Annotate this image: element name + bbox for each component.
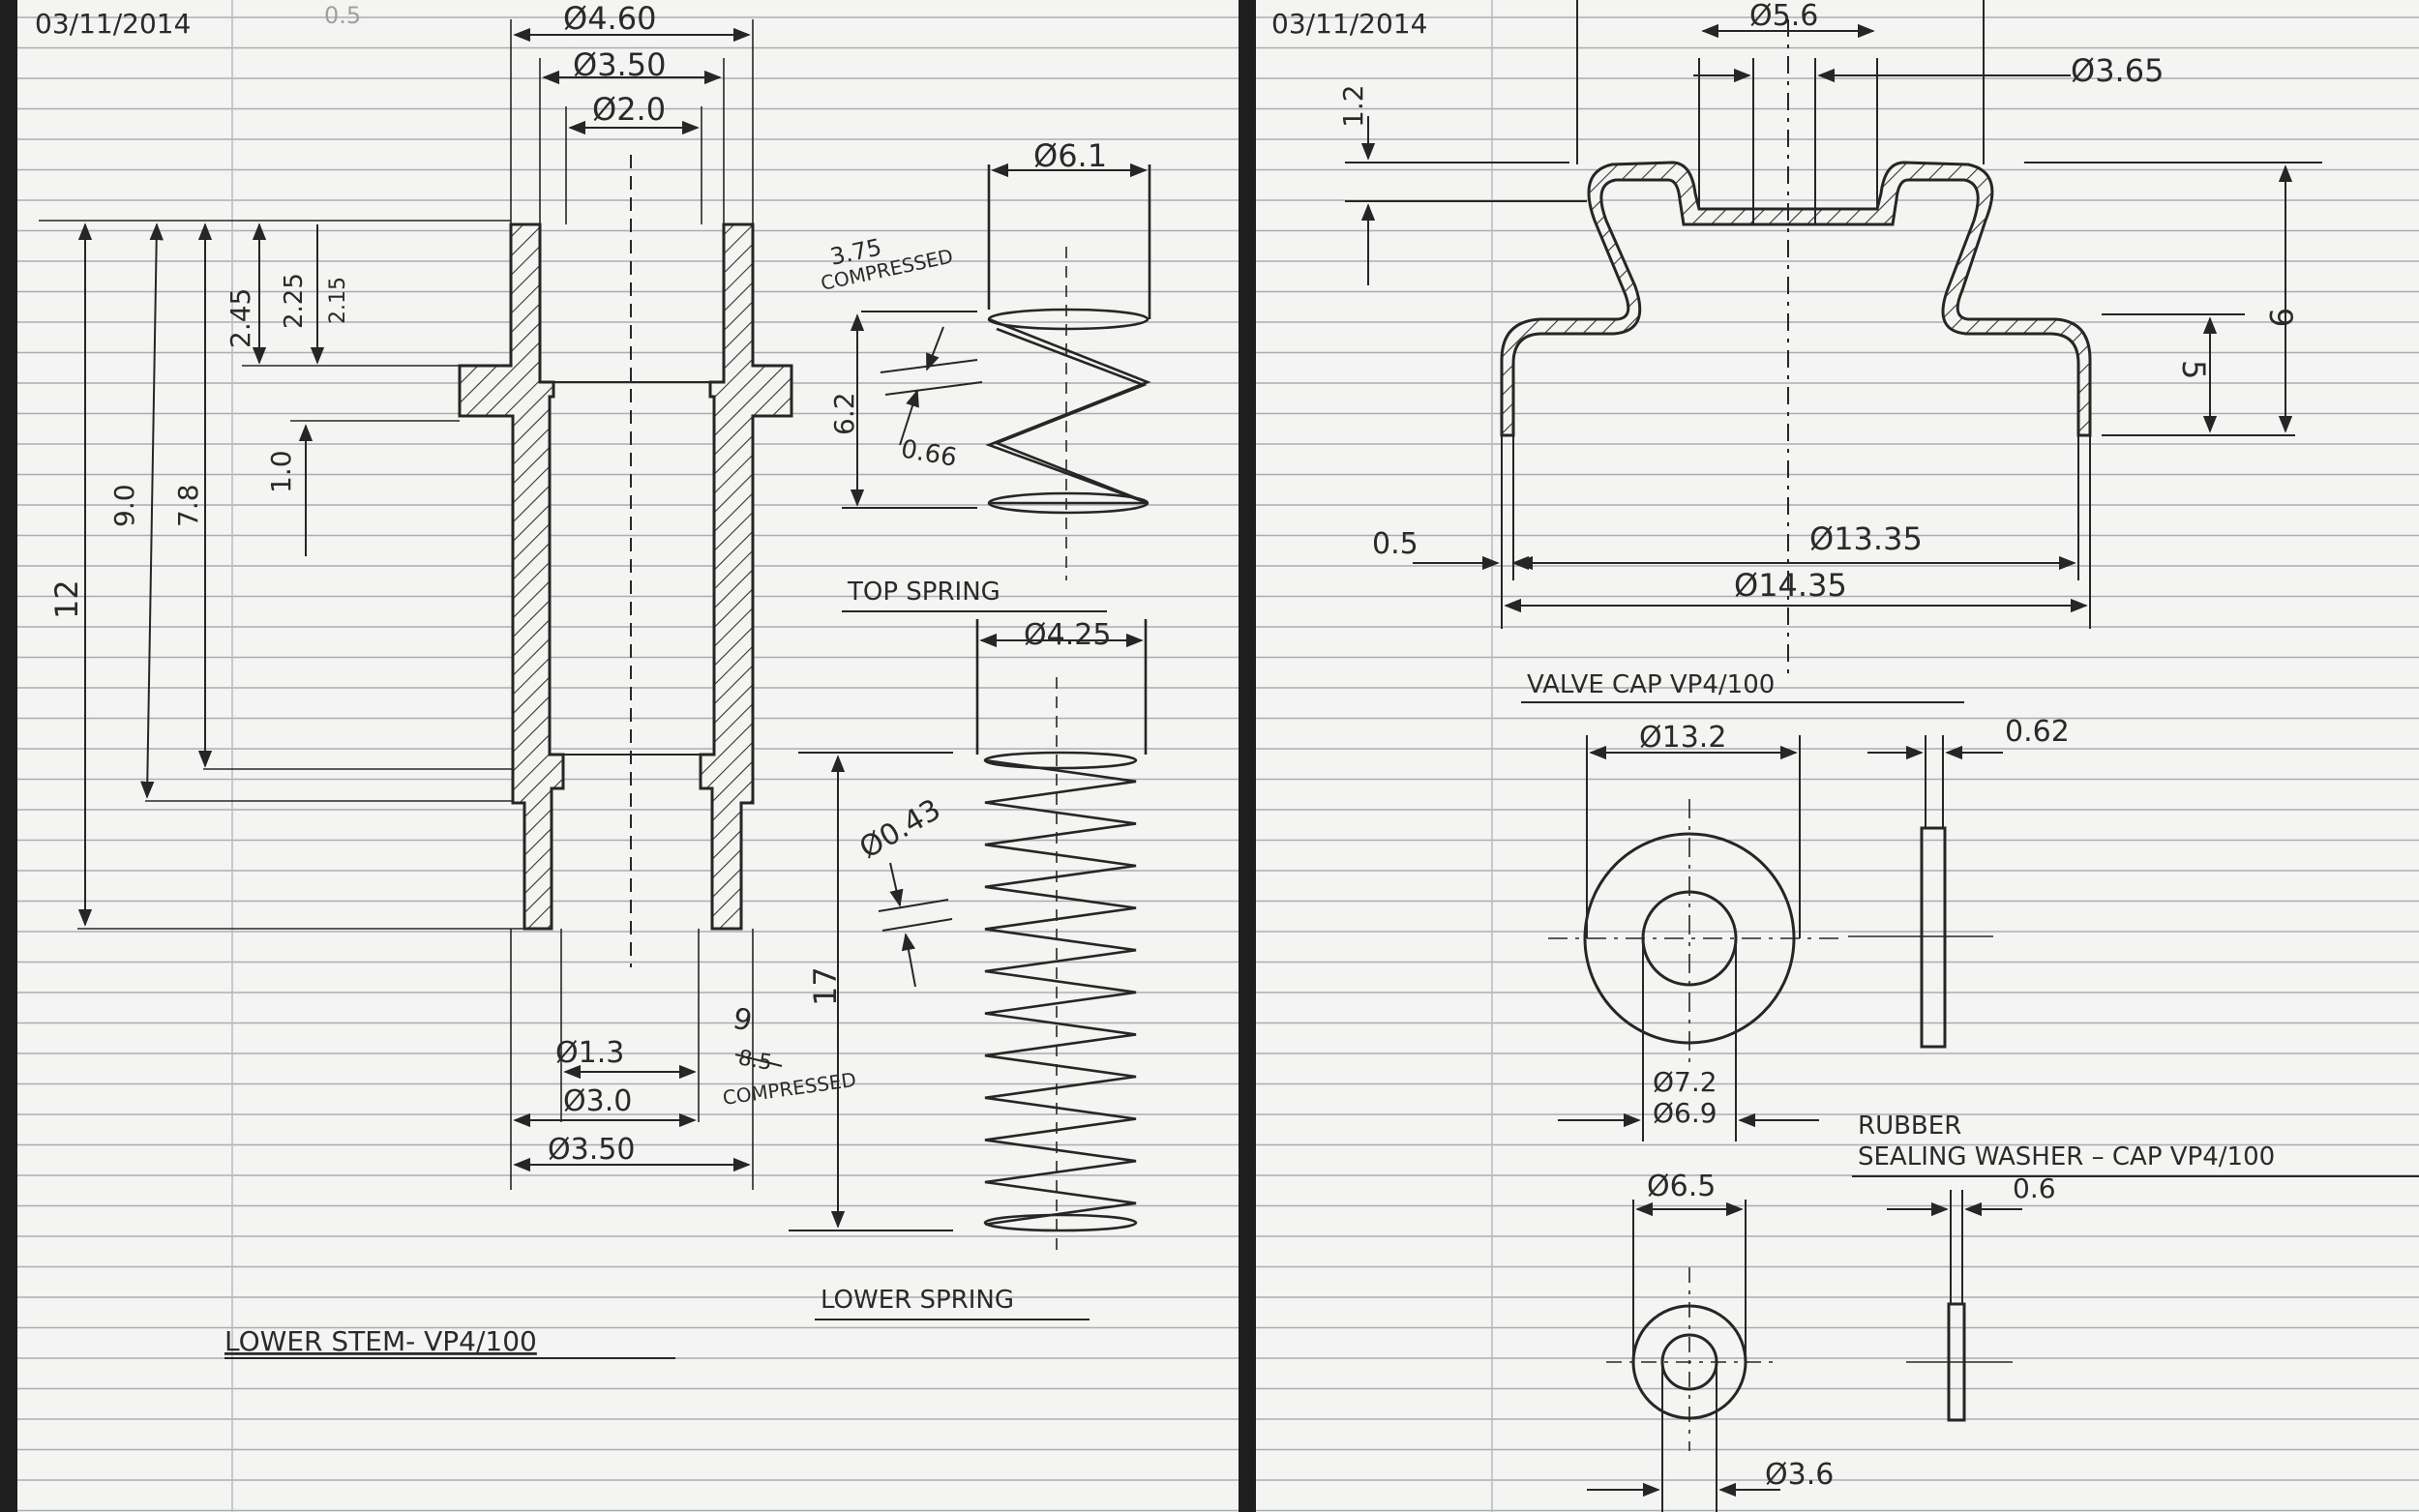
dim-h5-cap: 5 xyxy=(2175,360,2212,379)
dim-d56: Ø5.6 xyxy=(1749,0,1818,33)
dim-h62: 6.2 xyxy=(828,392,860,435)
dim-h215: 2.15 xyxy=(326,277,350,324)
sealing-washer-dimension-text: Ø13.2 0.62 Ø7.2 Ø6.9 xyxy=(1639,715,2070,1129)
dim-lower-strike: 8.5 xyxy=(736,1046,774,1076)
dim-h78: 7.8 xyxy=(172,484,204,527)
strike-mark xyxy=(734,1053,783,1067)
dim-h9-cap: 9 xyxy=(2262,308,2299,327)
lower-stem-lines xyxy=(540,155,724,967)
dim-d350-top: Ø3.50 xyxy=(573,46,666,83)
dim-h12-cap: 1.2 xyxy=(1337,84,1369,128)
dim-t06: 0.6 xyxy=(2013,1172,2056,1204)
dim-d72: Ø7.2 xyxy=(1653,1066,1717,1098)
pencil-note: 0.5 xyxy=(324,2,361,29)
dim-d132: Ø13.2 xyxy=(1639,721,1726,755)
dim-h90: 9.0 xyxy=(108,484,140,527)
dim-d13: Ø1.3 xyxy=(555,1036,624,1070)
lower-spring-dimension-lines xyxy=(789,633,1144,1231)
ruled-lines xyxy=(17,16,2419,1512)
dim-h245: 2.45 xyxy=(224,288,256,348)
sealing-washer-dimension-lines xyxy=(1558,735,2003,1141)
dim-h10: 1.0 xyxy=(265,450,297,493)
dim-d365: Ø3.65 xyxy=(2071,52,2164,89)
washer-title-line2: SEALING WASHER – CAP VP4/100 xyxy=(1858,1142,2275,1171)
dim-h17: 17 xyxy=(807,966,844,1006)
valve-cap-title: VALVE CAP VP4/100 xyxy=(1527,670,1775,699)
valve-cap-dimension-text: Ø5.6 Ø3.65 1.2 9 5 0.5 Ø13.35 Ø14.35 xyxy=(1337,0,2299,604)
left-date: 03/11/2014 xyxy=(35,8,191,40)
lower-stem-dimension-text: Ø4.60 Ø3.50 Ø2.0 12 9.0 7.8 2.45 2.25 2.… xyxy=(48,0,666,1167)
lower-stem-title: LOWER STEM- VP4/100 xyxy=(224,1325,537,1357)
top-spring-dimension-lines xyxy=(842,163,1148,509)
dim-d61: Ø6.1 xyxy=(1033,137,1107,174)
valve-cap-section xyxy=(1500,161,2092,437)
lower-spring-drawing xyxy=(975,619,1148,1258)
lower-spring-title: LOWER SPRING xyxy=(821,1286,1014,1315)
top-spring-title: TOP SPRING xyxy=(847,578,1000,607)
dim-h225: 2.25 xyxy=(280,273,309,329)
right-date: 03/11/2014 xyxy=(1271,8,1427,40)
top-spring-drawing xyxy=(985,164,1151,580)
lower-stem-extension-lines xyxy=(39,19,754,1190)
dim-d65: Ø6.5 xyxy=(1647,1170,1716,1203)
dim-d69: Ø6.9 xyxy=(1653,1097,1717,1129)
dim-d20: Ø2.0 xyxy=(592,91,666,128)
dim-d1335: Ø13.35 xyxy=(1809,520,1923,557)
valve-cap-dimension-lines xyxy=(1360,23,2293,613)
dim-d36: Ø3.6 xyxy=(1765,1458,1834,1492)
dim-d425: Ø4.25 xyxy=(1024,618,1111,652)
small-washer-dimension-lines xyxy=(1587,1190,2022,1512)
dim-d30: Ø3.0 xyxy=(563,1084,632,1118)
small-washer-dimension-text: Ø6.5 0.6 Ø3.6 xyxy=(1647,1170,2056,1492)
dim-d460: Ø4.60 xyxy=(563,0,656,37)
dim-d1435: Ø14.35 xyxy=(1734,567,1847,604)
dim-d350-bot: Ø3.50 xyxy=(548,1133,635,1167)
dim-t05: 0.5 xyxy=(1372,527,1419,561)
dim-t062: 0.62 xyxy=(2005,715,2070,749)
lower-stem-dimension-lines xyxy=(77,27,751,1172)
right-page xyxy=(1256,0,2419,1512)
washer-title-line1: RUBBER xyxy=(1858,1112,1961,1141)
left-page xyxy=(17,0,1239,1512)
dim-h12: 12 xyxy=(48,579,85,619)
